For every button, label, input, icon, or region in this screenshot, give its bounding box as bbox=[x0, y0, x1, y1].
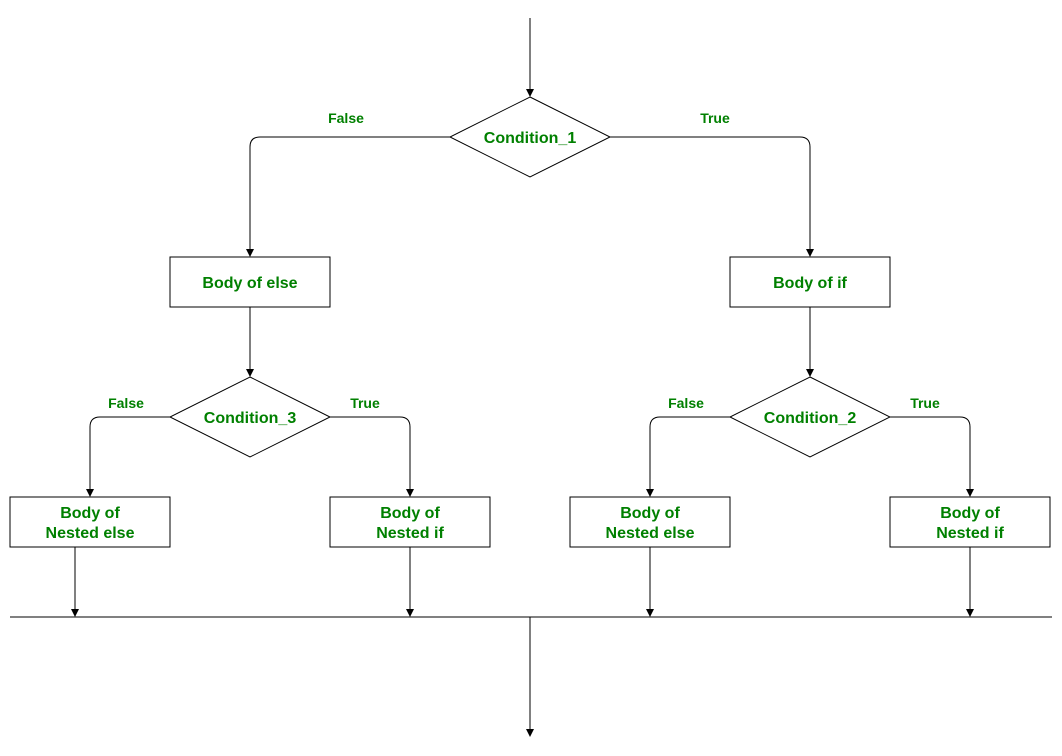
arrowhead bbox=[526, 729, 534, 737]
process-body-if bbox=[729, 256, 891, 308]
condition-1-label: Condition_1 bbox=[484, 130, 577, 147]
process-nested-else-right bbox=[569, 496, 731, 548]
edge-c1-false bbox=[249, 136, 450, 250]
edge-c3-false bbox=[89, 416, 170, 490]
arrowhead bbox=[806, 369, 814, 377]
body-if-label: Body of if bbox=[773, 275, 847, 292]
process-nested-if-left bbox=[329, 496, 491, 548]
arrowhead bbox=[406, 609, 414, 617]
nested-if-left-label: Nested if bbox=[376, 525, 444, 542]
edge-c2-false bbox=[649, 416, 730, 490]
nested-else-right-label: Body of bbox=[620, 505, 680, 522]
edge-label-c2-false: False bbox=[668, 395, 704, 411]
arrowhead bbox=[646, 489, 654, 497]
arrowhead bbox=[526, 89, 534, 97]
process-body-else bbox=[169, 256, 331, 308]
nested-else-left-label: Body of bbox=[60, 505, 120, 522]
decision-condition-2 bbox=[728, 376, 892, 458]
arrowhead bbox=[966, 609, 974, 617]
nested-else-right-label: Nested else bbox=[606, 525, 695, 542]
nested-if-right-label: Nested if bbox=[936, 525, 1004, 542]
process-nested-else-left bbox=[9, 496, 171, 548]
arrowhead bbox=[966, 489, 974, 497]
edge-label-c2-true: True bbox=[910, 395, 940, 411]
nested-else-left-label: Nested else bbox=[46, 525, 135, 542]
nested-if-right-label: Body of bbox=[940, 505, 1000, 522]
body-else-label: Body of else bbox=[202, 275, 297, 292]
edge-label-c1-false: False bbox=[328, 110, 364, 126]
decision-condition-1 bbox=[448, 96, 612, 178]
nested-if-left-label: Body of bbox=[380, 505, 440, 522]
arrowhead bbox=[246, 249, 254, 257]
condition-3-label: Condition_3 bbox=[204, 410, 297, 427]
edge-label-c1-true: True bbox=[700, 110, 730, 126]
edge-label-c3-false: False bbox=[108, 395, 144, 411]
arrowhead bbox=[246, 369, 254, 377]
arrowhead bbox=[406, 489, 414, 497]
edge-c2-true bbox=[890, 416, 971, 490]
edge-c3-true bbox=[330, 416, 411, 490]
edge-label-c3-true: True bbox=[350, 395, 380, 411]
decision-condition-3 bbox=[168, 376, 332, 458]
condition-2-label: Condition_2 bbox=[764, 410, 857, 427]
arrowhead bbox=[71, 609, 79, 617]
edge-c1-true bbox=[610, 136, 811, 250]
arrowhead bbox=[806, 249, 814, 257]
arrowhead bbox=[86, 489, 94, 497]
arrowhead bbox=[646, 609, 654, 617]
process-nested-if-right bbox=[889, 496, 1051, 548]
